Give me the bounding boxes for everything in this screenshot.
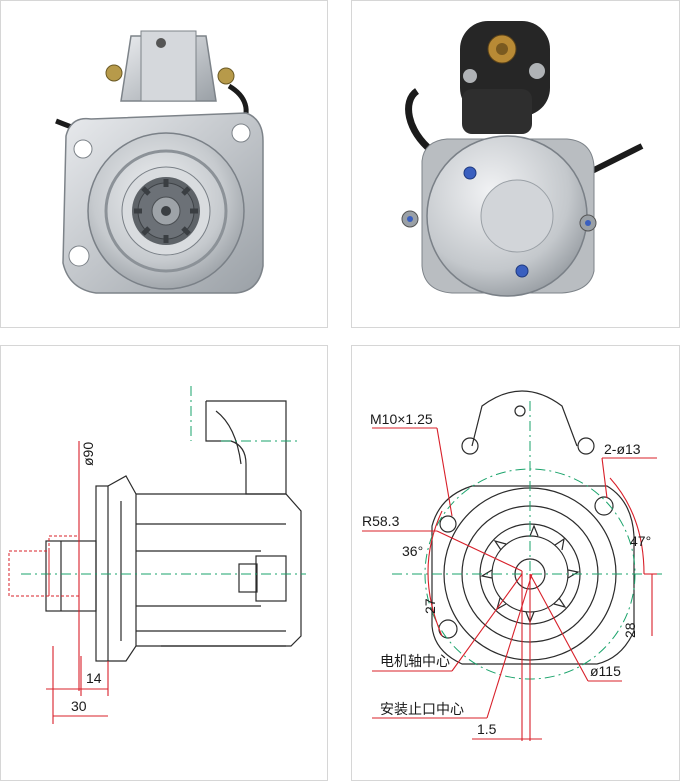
front-view-drawing: M10×1.25 2-ø13 R58.3 36° 47° 27 28 电机轴中心… — [362, 390, 662, 741]
dim-angle-left-label: 36° — [402, 543, 423, 559]
photo-rear-panel — [351, 0, 680, 328]
mount-center-label: 安装止口中心 — [380, 701, 464, 717]
starter-rear-photo — [401, 21, 644, 297]
side-drawing-panel: ø90 14 30 — [0, 345, 328, 781]
side-view-drawing: ø90 14 30 — [8, 386, 306, 724]
dim-radius-label: R58.3 — [362, 513, 400, 529]
photo-front-panel — [0, 0, 328, 328]
starter-front-photo — [55, 30, 264, 294]
dim-pcd-label: ø115 — [590, 663, 621, 679]
front-drawing-panel: M10×1.25 2-ø13 R58.3 36° 47° 27 28 电机轴中心… — [351, 345, 680, 781]
dim-27-label: 27 — [422, 598, 438, 614]
dim-flange-label: 14 — [86, 670, 102, 686]
dim-28-label: 28 — [622, 622, 638, 638]
dim-offset-label: 1.5 — [477, 721, 497, 737]
dim-diameter-label: ø90 — [80, 442, 96, 466]
dim-angle-right-label: 47° — [630, 533, 651, 549]
motor-center-label: 电机轴中心 — [380, 653, 450, 669]
dim-shaft-label: 30 — [71, 698, 87, 714]
dim-holes-label: 2-ø13 — [604, 441, 641, 457]
dim-thread-label: M10×1.25 — [370, 411, 433, 427]
